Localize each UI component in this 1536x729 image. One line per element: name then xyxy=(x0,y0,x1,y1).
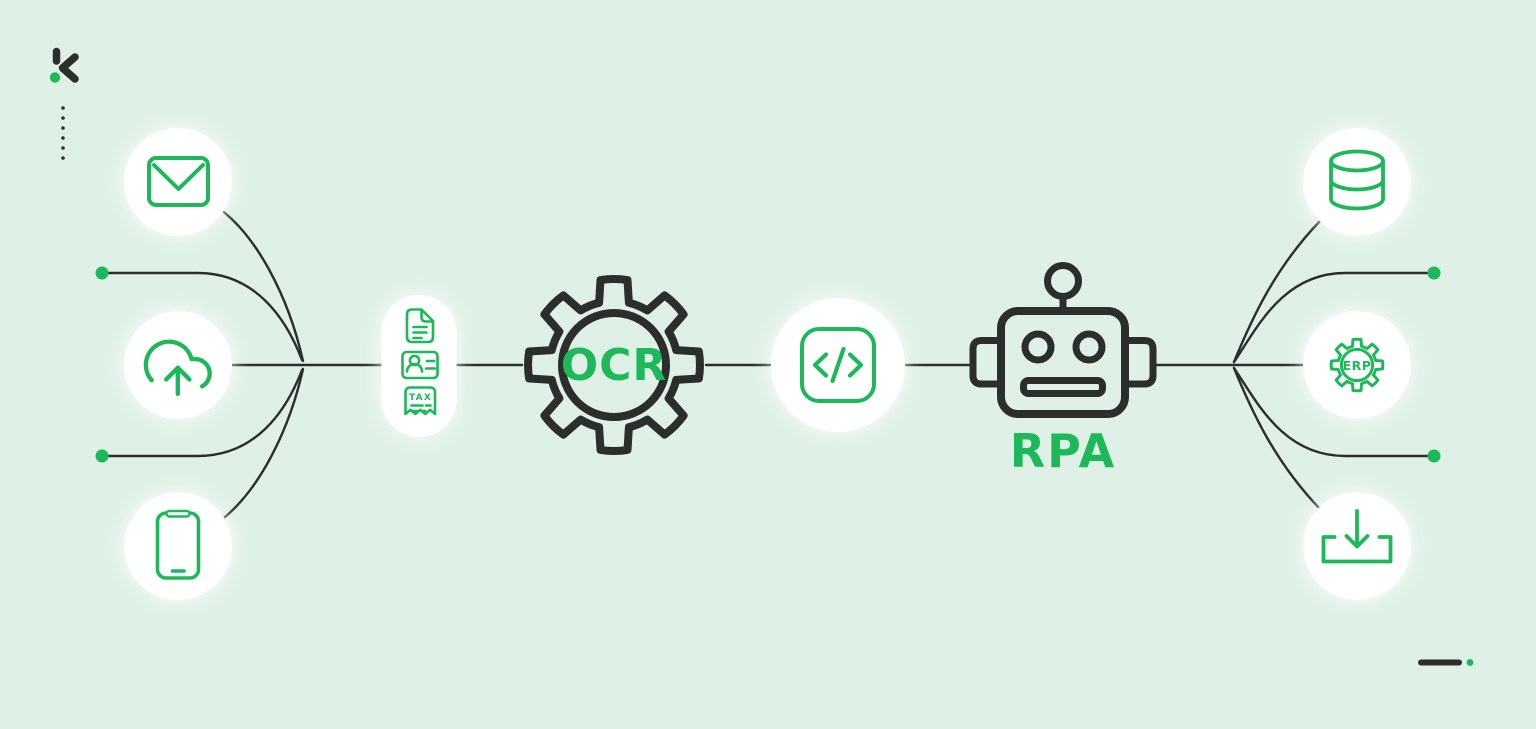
connector-lines xyxy=(100,199,1436,531)
white-backdrops xyxy=(124,128,1411,600)
gear-icon xyxy=(524,275,704,455)
erp-gear-icon xyxy=(1329,337,1385,393)
id-card-icon xyxy=(401,350,439,380)
tax-label: TAX xyxy=(409,393,432,403)
robot-icon xyxy=(969,262,1157,418)
klippa-logo-mark xyxy=(49,47,79,83)
database-circle xyxy=(1303,128,1411,236)
minus-dash xyxy=(1418,659,1462,666)
logo-green-dot xyxy=(49,72,61,83)
email-icon xyxy=(147,156,210,207)
line-hub-to-database xyxy=(1232,219,1322,364)
green-dot xyxy=(1466,659,1474,666)
rpa-label: RPA xyxy=(1010,424,1117,478)
code-icon xyxy=(800,327,876,403)
cloud-circle xyxy=(124,311,232,419)
line-left-dot-bottom xyxy=(100,368,304,458)
database-icon xyxy=(1329,149,1385,211)
line-left-dot-top xyxy=(100,271,304,362)
footer-decoration xyxy=(1418,659,1474,666)
logo-dotted-line xyxy=(61,106,65,160)
line-phone-to-hub xyxy=(206,367,305,531)
download-tray-icon xyxy=(1321,509,1393,564)
logo-chevron xyxy=(58,53,79,83)
erp-label: ERP xyxy=(1343,358,1372,373)
smartphone-icon xyxy=(155,509,201,580)
tax-receipt-icon xyxy=(404,386,437,416)
erp-circle xyxy=(1303,311,1411,419)
line-right-dot-bottom xyxy=(1232,366,1436,458)
left-dot-top xyxy=(95,266,109,280)
line-right-dot-top xyxy=(1232,271,1436,364)
ocr-label: OCR xyxy=(561,340,668,391)
cloud-upload-icon xyxy=(143,339,212,397)
left-dot-bottom xyxy=(95,449,109,463)
right-dot-bottom xyxy=(1427,449,1441,463)
connector-endpoint-dots xyxy=(95,266,1441,463)
document-icon xyxy=(405,308,435,344)
line-hub-to-download xyxy=(1232,366,1322,511)
email-circle xyxy=(124,128,232,236)
line-email-to-hub xyxy=(206,199,305,363)
phone-circle xyxy=(124,492,232,600)
right-dot-top xyxy=(1427,266,1441,280)
